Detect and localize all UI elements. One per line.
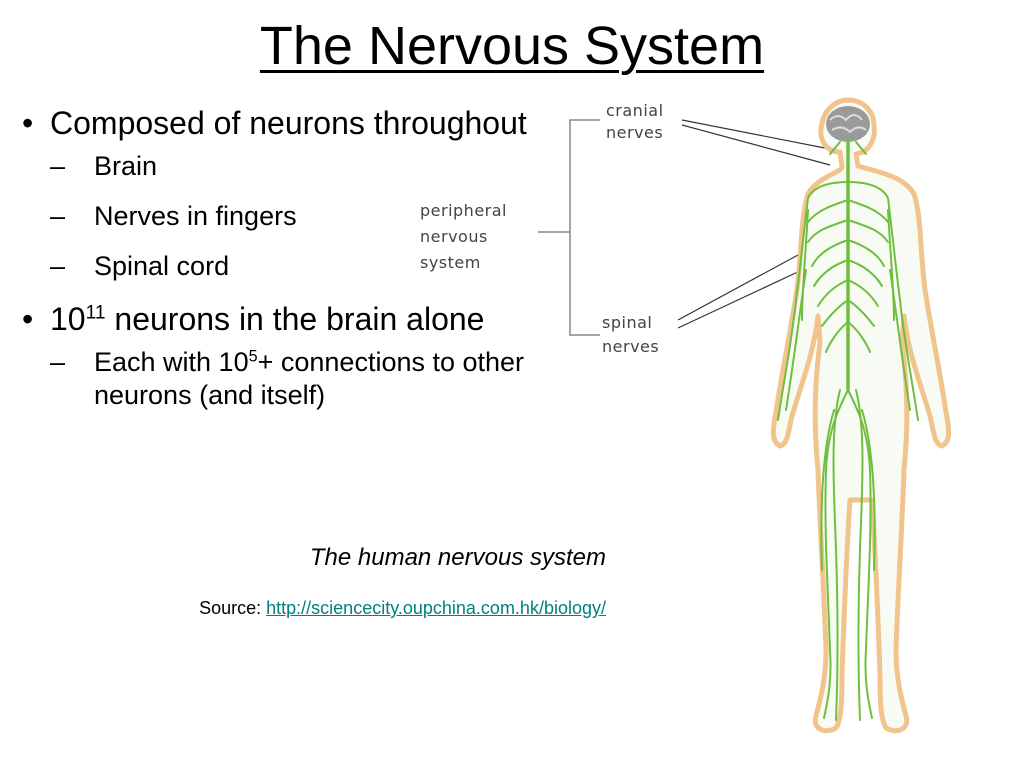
source-link[interactable]: http://sciencecity.oupchina.com.hk/biolo… [266,598,606,618]
bullet-item: Composed of neurons throughout –Brain –N… [22,104,622,283]
slide-title: The Nervous System [0,14,1024,78]
bullet-text: neurons in the brain alone [105,301,485,337]
figure-label-spinal: nerves [602,337,659,356]
spinal-pointer [677,254,799,321]
sub-bullet-text: Spinal cord [94,251,230,281]
nervous-system-figure: cranial nerves peripheral nervous system… [420,97,952,734]
figure-caption: The human nervous system [309,544,606,571]
nerve-network [777,138,919,721]
bullet-base: 10 [50,301,86,337]
source-label: Source: [199,598,267,618]
sub-bullet-item: –Nerves in fingers [50,201,297,231]
label-bracket [569,119,600,336]
bullet-exponent: 11 [85,302,106,324]
spinal-pointer [677,269,803,329]
brain-folds [829,114,867,134]
sub-bullet-item: –Each with 105+ connections to other neu… [50,347,525,410]
figure-label-spinal: spinal [602,313,652,332]
sub-bullet-text: Brain [94,151,158,181]
sub-bullet-text: Each with 10 [94,347,249,377]
cranial-pointer [681,119,836,151]
sub-bullet-item: –Brain [50,151,158,181]
figure-label-cranial: nerves [606,123,663,142]
figure-label-peripheral: nervous [420,227,488,246]
figure-label-peripheral: peripheral [420,201,507,220]
slide-title-text: The Nervous System [259,16,765,76]
figure-label-cranial: cranial [606,101,664,120]
sub-bullet-text: Nerves in fingers [94,201,297,231]
sub-bullet-item: –Spinal cord [50,251,230,281]
sub-bullet-list: –Brain –Nerves in fingers –Spinal cord [50,150,622,283]
sub-bullet-text: + connections to other neurons (and itse… [94,347,525,410]
sub-bullet-list: –Each with 105+ connections to other neu… [50,346,622,412]
brain-icon [826,106,870,142]
bullet-list: Composed of neurons throughout –Brain –N… [22,104,622,429]
sub-bullet-exponent: 5 [248,347,258,366]
bullet-text: Composed of neurons throughout [50,105,527,141]
figure-label-peripheral: system [420,253,481,272]
cranial-pointer [681,124,831,166]
source-line: Source: http://sciencecity.oupchina.com.… [60,598,606,619]
bullet-item: 1011 neurons in the brain alone –Each wi… [22,300,622,412]
